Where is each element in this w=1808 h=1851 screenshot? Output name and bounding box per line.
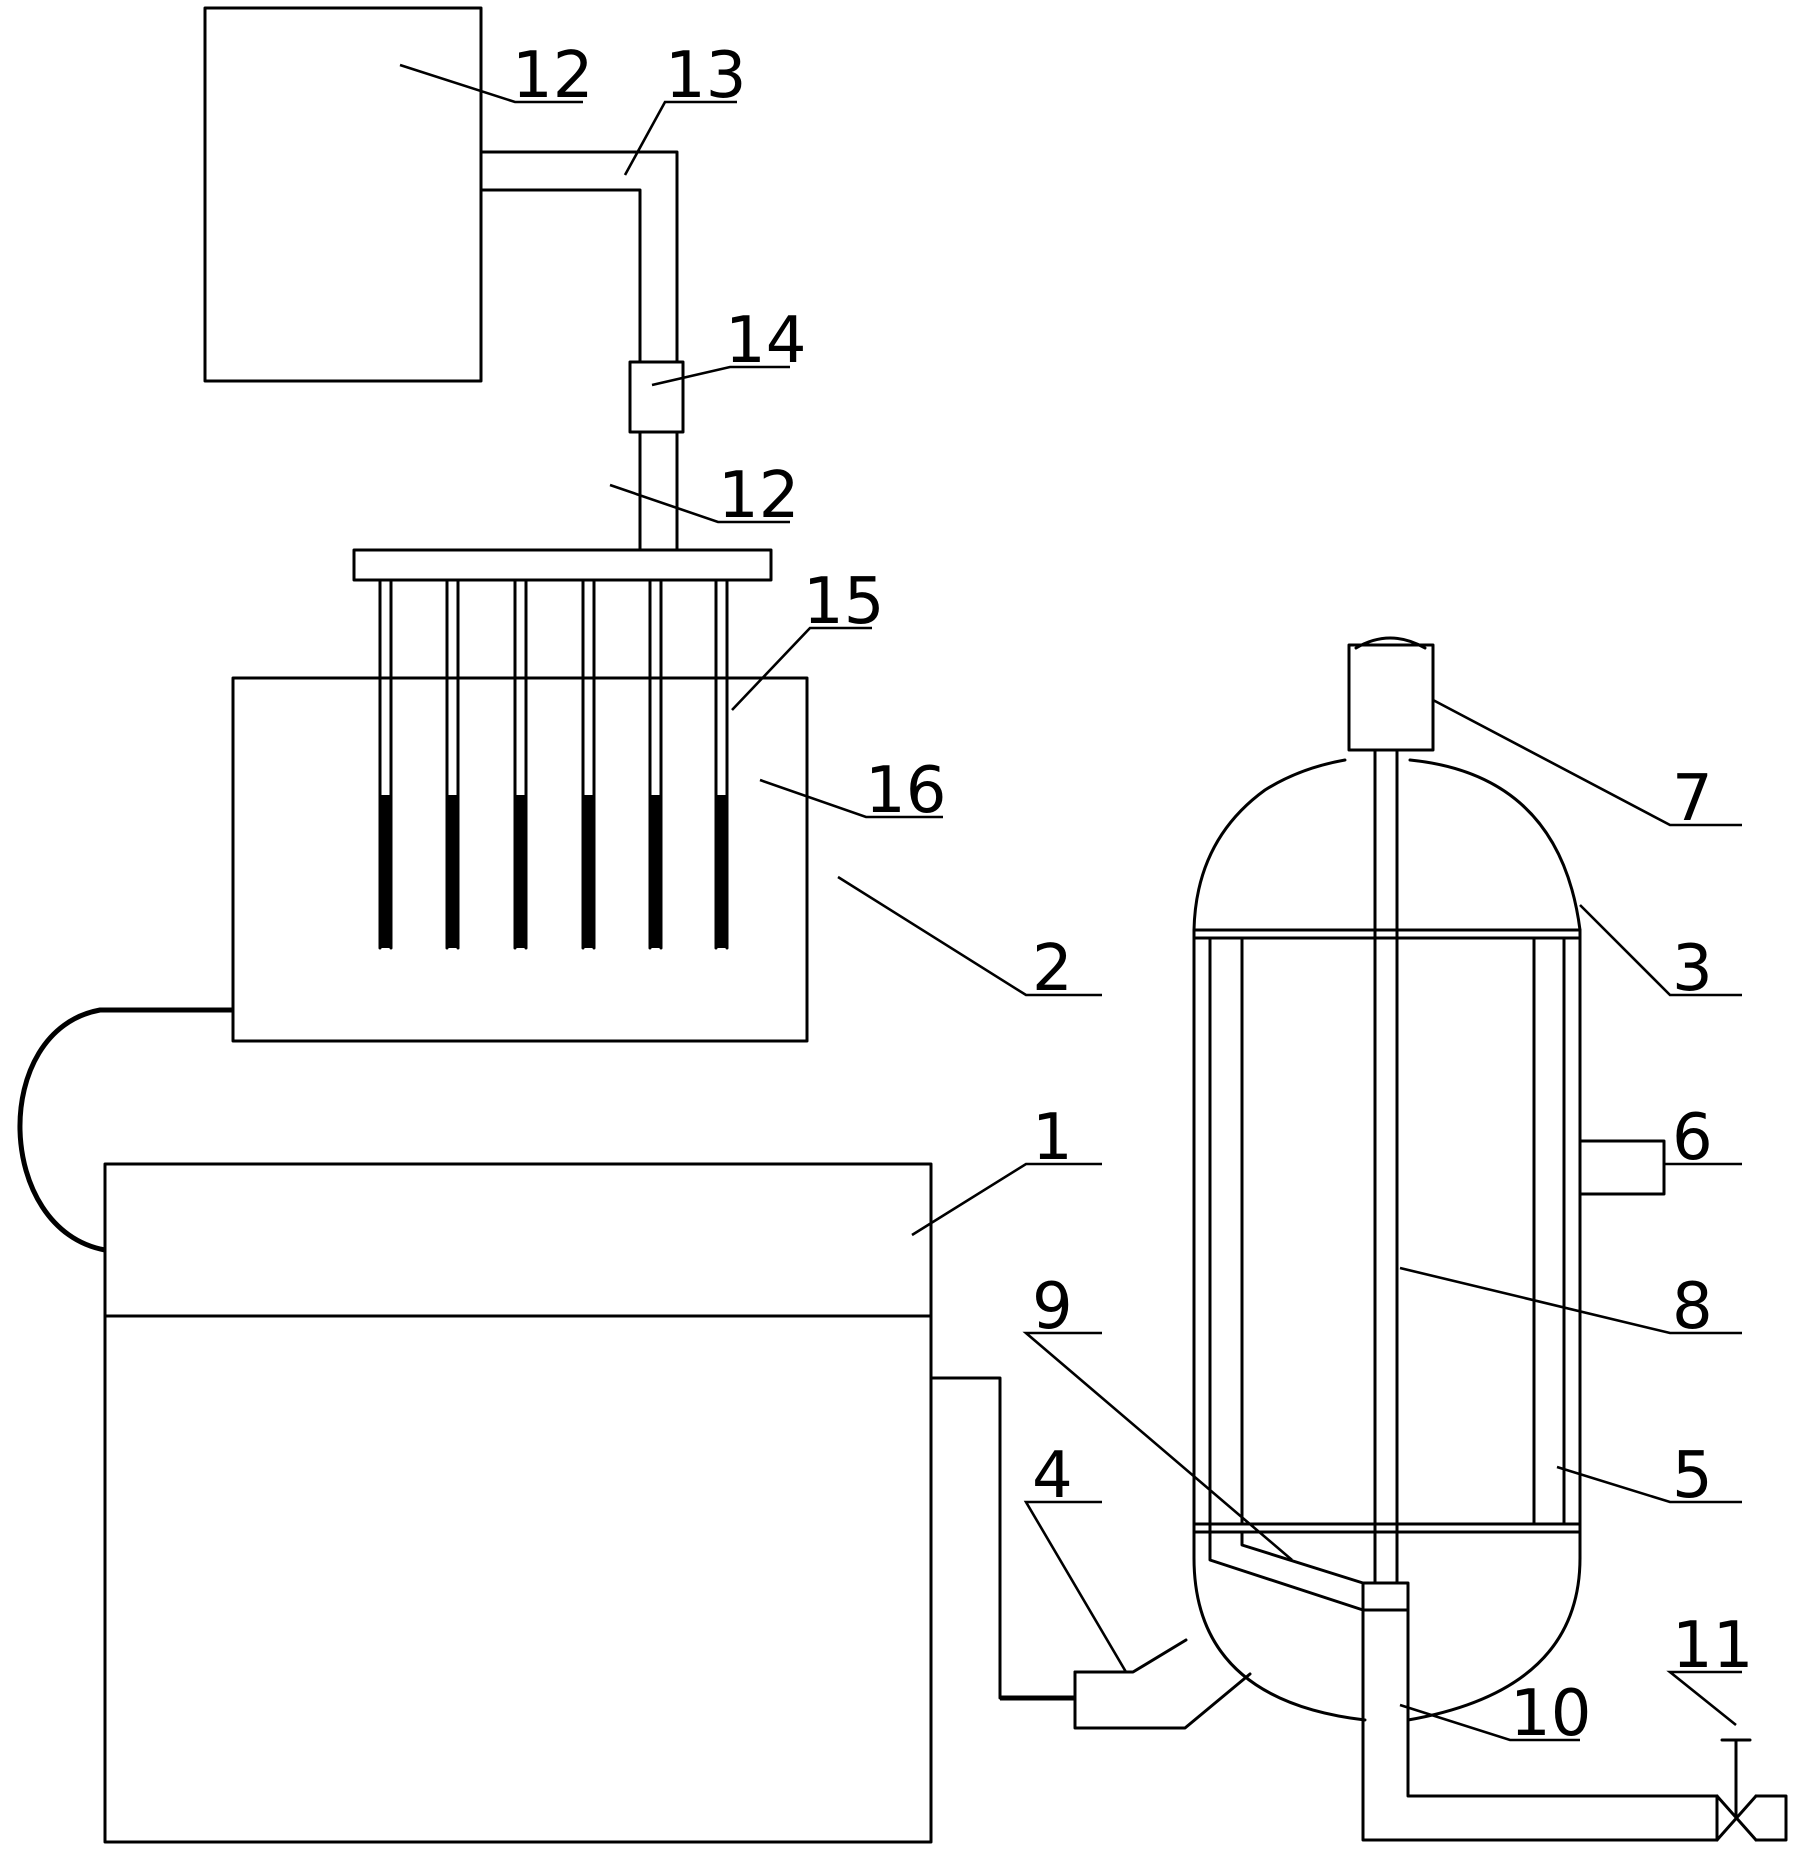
tank-1: [103, 1162, 933, 1844]
label-13: 13: [665, 39, 746, 113]
label-4: 4: [1032, 1439, 1073, 1513]
electrode-rod: [513, 578, 528, 950]
internal-columns-5: [1208, 936, 1566, 1526]
side-nozzle-6: [1578, 1139, 1666, 1196]
manifold-plate: [352, 548, 773, 582]
bottom-bearing: [1361, 1581, 1410, 1612]
electrode-rod: [714, 578, 729, 950]
fitting-14: [628, 360, 685, 434]
label-9: 9: [1032, 1270, 1073, 1344]
label-2: 2: [1032, 932, 1073, 1006]
label-5: 5: [1672, 1439, 1713, 1513]
shaft-8: [1373, 748, 1399, 1585]
label-16: 16: [865, 754, 946, 828]
label-14: 14: [725, 304, 806, 378]
electrode-rod: [378, 578, 393, 950]
electrode-rod: [581, 578, 596, 950]
electrode-rod: [648, 578, 663, 950]
pipe-13: [479, 150, 679, 364]
label-6: 6: [1672, 1101, 1713, 1175]
electrode-rod: [445, 578, 460, 950]
connecting-hose: [17, 1007, 233, 1253]
vessel-3: [1192, 758, 1582, 1722]
top-container-box: [203, 6, 483, 383]
label-7: 7: [1672, 762, 1713, 836]
reference-labels: 12 13 14 12 15 16 2 7 3 1 6 8 9 5 4 11 1…: [512, 39, 1753, 1751]
outlet-pipe: [929, 1376, 1077, 1701]
inlet-4: [1073, 1638, 1252, 1730]
leader-lines: [399, 63, 1742, 1742]
label-8: 8: [1672, 1270, 1713, 1344]
label-15: 15: [803, 565, 884, 639]
outlet-pipe-10: [1361, 1608, 1719, 1842]
valve-11[interactable]: [1715, 1738, 1788, 1842]
label-12-top: 12: [512, 39, 593, 113]
motor-7: [1347, 636, 1435, 752]
label-3: 3: [1672, 932, 1713, 1006]
label-12-lower: 12: [718, 459, 799, 533]
pipe-12-lower: [638, 430, 679, 552]
electrode-rods: [378, 578, 729, 950]
label-10: 10: [1510, 1677, 1591, 1751]
label-11: 11: [1672, 1609, 1753, 1683]
pipe-9: [1208, 1522, 1365, 1612]
tank-16: [231, 676, 809, 1043]
label-1: 1: [1032, 1101, 1073, 1175]
